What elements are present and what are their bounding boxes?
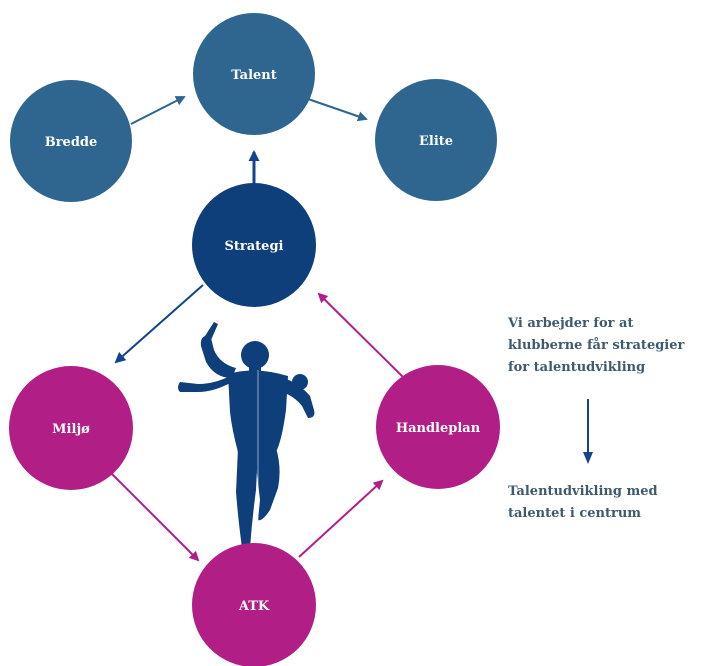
node-elite: Elite <box>375 79 497 201</box>
arrow-handleplan-to-strategi <box>317 292 405 379</box>
node-strategi-label: Strategi <box>225 239 284 254</box>
side-text-top-line-3: for talentudvikling <box>508 360 646 375</box>
runner-silhouette-icon <box>178 322 315 548</box>
node-miljo-label: Miljø <box>52 422 90 437</box>
node-handleplan: Handleplan <box>376 365 500 489</box>
arrow-atk-to-handleplan <box>298 479 384 558</box>
side-text-top: Vi arbejder for at klubberne får strateg… <box>508 313 684 379</box>
side-text-bottom: Talentudvikling med talentet i centrum <box>508 481 658 525</box>
node-elite-label: Elite <box>419 134 453 149</box>
node-talent: Talent <box>193 13 315 135</box>
node-bredde: Bredde <box>10 80 132 202</box>
arrow-miljo-to-atk <box>111 473 200 562</box>
side-text-bottom-line-2: talentet i centrum <box>508 506 642 521</box>
node-atk: ATK <box>192 543 316 666</box>
side-text-top-line-2: klubberne får strategier <box>508 338 685 353</box>
arrow-talent-to-elite <box>307 98 368 122</box>
node-talent-label: Talent <box>231 68 277 83</box>
node-bredde-label: Bredde <box>45 135 98 150</box>
side-text-top-line-1: Vi arbejder for at <box>508 316 634 331</box>
node-strategi: Strategi <box>192 183 316 307</box>
side-text-bottom-line-1: Talentudvikling med <box>508 484 658 499</box>
arrow-bredde-to-talent <box>130 96 186 125</box>
node-miljo: Miljø <box>9 366 133 490</box>
node-handleplan-label: Handleplan <box>396 421 481 436</box>
arrow-strategi-to-miljo <box>114 284 204 364</box>
node-atk-label: ATK <box>238 599 270 614</box>
